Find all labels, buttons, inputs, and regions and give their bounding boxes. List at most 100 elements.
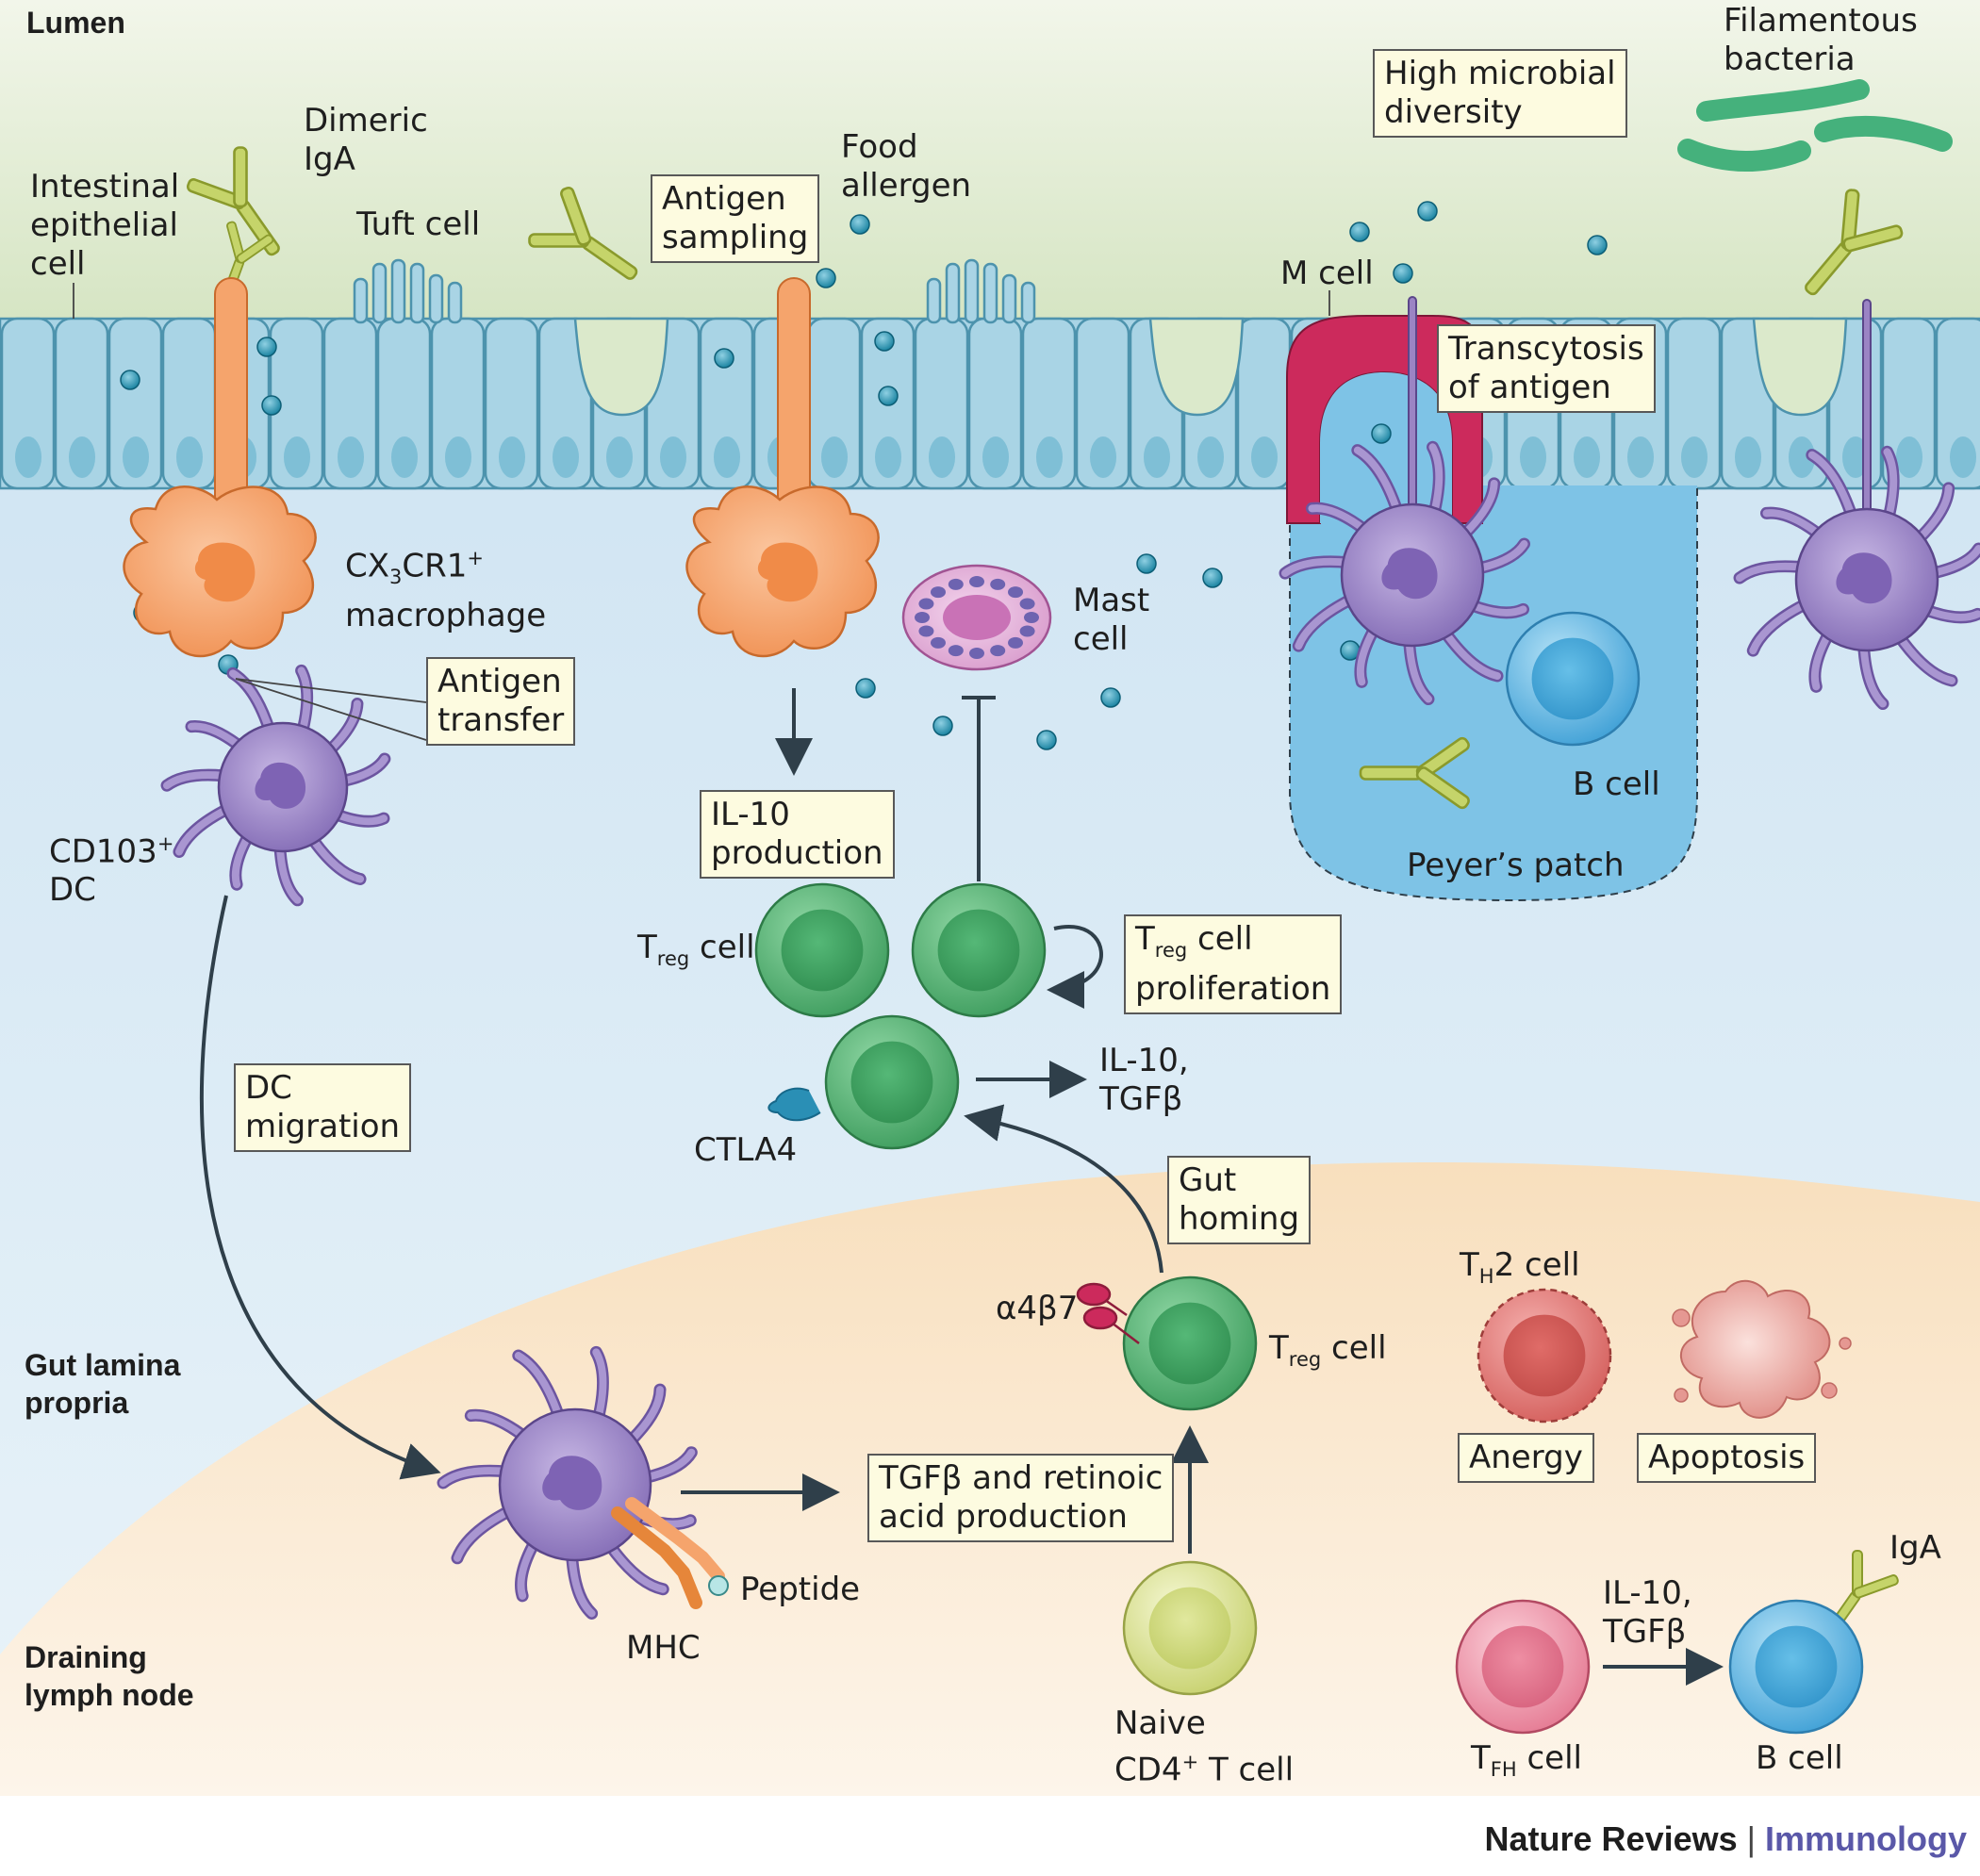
antigen-dot xyxy=(1349,222,1370,242)
lumen-label: Lumen xyxy=(26,6,125,40)
transcytosis-box: Transcytosis of antigen xyxy=(1437,324,1656,413)
a4b7-label: α4β7 xyxy=(996,1290,1079,1327)
antigen-dot xyxy=(816,268,836,288)
antigen-dot xyxy=(1100,687,1121,708)
mast-cell-inhibition-arrow xyxy=(962,696,996,881)
m-cell-pocket xyxy=(1320,372,1452,523)
antigen-dot xyxy=(120,370,140,390)
mast-granule xyxy=(930,586,946,599)
epithelial-nucleus xyxy=(553,436,579,478)
mast-granule xyxy=(990,645,1006,657)
treg-cell-lymph-node xyxy=(1122,1275,1258,1411)
epithelial-nucleus xyxy=(929,436,955,478)
epithelial-nucleus xyxy=(982,436,1009,478)
antigen-dot xyxy=(850,214,870,235)
epithelium xyxy=(0,317,1980,490)
il10-tgfb-lymph-label: IL-10, TGFβ xyxy=(1603,1574,1692,1651)
lymph-node-label: Draining lymph node xyxy=(25,1640,194,1712)
peyers-patch-dendritic-cell xyxy=(1279,296,1530,706)
epithelial-nucleus xyxy=(123,436,149,478)
epithelial-nucleus xyxy=(606,436,633,478)
cx3cr1-macrophage-left xyxy=(123,277,317,658)
cx3cr1-macrophage-label: CX3CR1+macrophage xyxy=(345,547,547,635)
antigen-dot xyxy=(1587,235,1608,255)
mast-granule xyxy=(1024,612,1039,623)
th2-cell-anergic xyxy=(1477,1288,1612,1423)
treg-cell-1 xyxy=(754,882,890,1018)
treg-cell-label: Treg cell xyxy=(637,929,755,970)
epithelial-nucleus xyxy=(391,436,418,478)
epithelial-nucleus xyxy=(499,436,525,478)
treg-cell-ctla4 xyxy=(824,1014,960,1150)
epithelial-cell xyxy=(1075,317,1130,490)
mast-granule xyxy=(969,576,984,587)
intestinal-epithelial-cell-label: Intestinal epithelial cell xyxy=(30,168,180,283)
cx3cr1-macrophage-middle xyxy=(685,277,880,658)
b-cell-lymph-label: B cell xyxy=(1756,1739,1843,1777)
peyers-patch-label: Peyer’s patch xyxy=(1407,847,1625,884)
antigen-dot xyxy=(1202,568,1223,588)
epithelial-nucleus xyxy=(1197,436,1224,478)
epithelial-nucleus xyxy=(445,436,471,478)
lymph-node-dendritic-cell xyxy=(437,1345,698,1620)
filamentous-bacteria xyxy=(1677,79,1953,172)
epithelial-cell xyxy=(537,317,593,490)
epithelial-nucleus xyxy=(875,436,901,478)
epithelial-nucleus xyxy=(660,436,686,478)
antigen-dot xyxy=(1417,201,1438,222)
epithelial-cell xyxy=(107,317,163,490)
tgfb-retinoic-acid-box: TGFβ and retinoic acid production xyxy=(867,1454,1175,1542)
epithelial-nucleus xyxy=(176,436,203,478)
mast-granule xyxy=(1008,636,1024,649)
epithelial-cell xyxy=(54,317,109,490)
antigen-dot xyxy=(874,331,895,352)
epithelial-cell xyxy=(322,317,378,490)
mast-granule xyxy=(1019,598,1035,610)
tfh-cell xyxy=(1455,1599,1591,1735)
antigen-dot xyxy=(256,337,277,357)
epithelial-nucleus xyxy=(1036,436,1063,478)
dc-migration-box: DC migration xyxy=(234,1063,412,1152)
naive-cd4-t-cell xyxy=(1122,1560,1258,1696)
dc-migration-arrow xyxy=(199,895,441,1480)
epithelial-nucleus xyxy=(714,436,740,478)
iga-antibody xyxy=(528,186,638,280)
goblet-crypts xyxy=(573,317,1848,417)
lamina-dendritic-cell-right xyxy=(1733,299,1980,711)
epithelial-nucleus xyxy=(1735,436,1761,478)
epithelial-nucleus xyxy=(1896,436,1922,478)
treg-lymph-label: Treg cell xyxy=(1269,1329,1387,1371)
epithelial-nucleus xyxy=(338,436,364,478)
antigen-dot xyxy=(932,716,953,736)
epithelial-cell xyxy=(1021,317,1077,490)
epithelial-nucleus xyxy=(1789,436,1815,478)
antigen-dot xyxy=(714,348,734,369)
epithelial-nucleus xyxy=(1681,436,1708,478)
credit-separator: | xyxy=(1737,1819,1765,1858)
treg-cell-2 xyxy=(911,882,1047,1018)
ctla4-receptor xyxy=(767,1087,821,1122)
iga-antibodies xyxy=(186,146,1904,1635)
mast-granule xyxy=(948,645,964,657)
antigen-dot xyxy=(1136,553,1157,574)
journal-credit: Nature Reviews | Immunology xyxy=(1485,1819,1967,1859)
mast-granule xyxy=(918,625,934,637)
epithelial-nucleus xyxy=(284,436,310,478)
mast-granule xyxy=(990,578,1006,590)
antigen-dot xyxy=(1036,730,1057,750)
tuft-cell-microvilli xyxy=(353,258,1036,324)
cd103-dendritic-cell xyxy=(160,664,391,907)
iga-antibody xyxy=(1805,189,1904,296)
mast-granule xyxy=(948,578,964,590)
b-cell-peyers-patch xyxy=(1505,611,1641,747)
epithelial-nucleus xyxy=(1251,436,1278,478)
antigen-sampling-box: Antigen sampling xyxy=(651,174,820,263)
mast-granule xyxy=(969,648,984,659)
epithelial-nucleus xyxy=(1520,436,1546,478)
journal-title: Immunology xyxy=(1765,1819,1967,1858)
pointer-lines xyxy=(73,283,1330,741)
mast-granule xyxy=(915,612,930,623)
antigen-dot xyxy=(1393,263,1413,284)
